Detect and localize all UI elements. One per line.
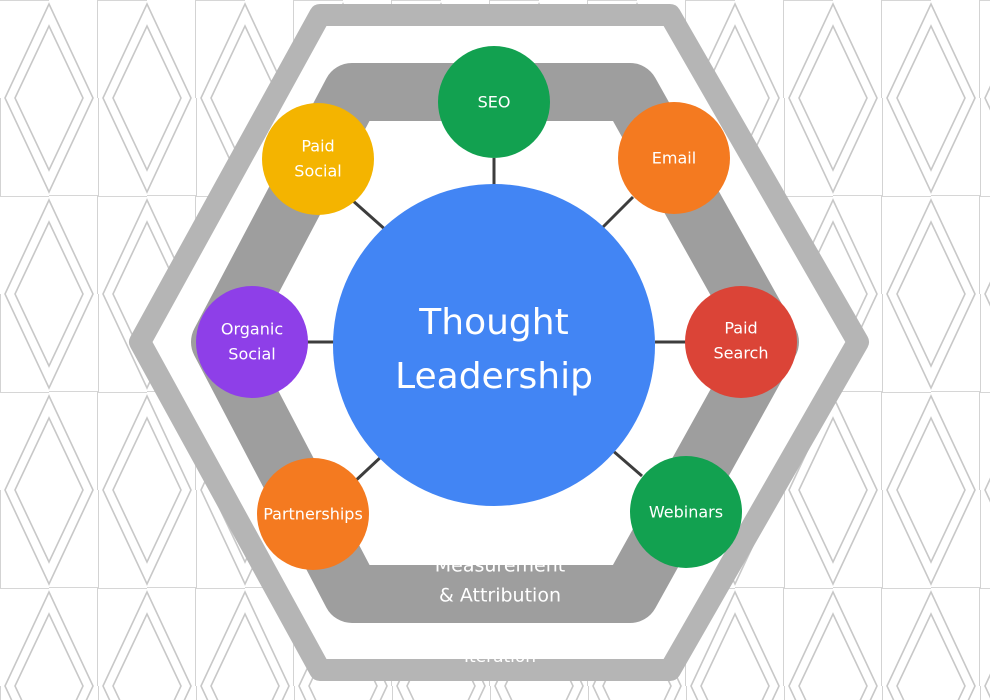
organic-social-label-line2: Social [228, 345, 275, 364]
paid-social-label-line1: Paid [301, 137, 334, 156]
webinars-label: Webinars [649, 503, 723, 522]
channel-node-paid-search: Paid Search [685, 286, 797, 398]
center-label-line1: Thought [418, 302, 568, 343]
email-label: Email [652, 149, 696, 168]
paid-social-label-line2: Social [294, 162, 341, 181]
channel-node-webinars: Webinars [630, 456, 742, 568]
paid-search-circle [685, 286, 797, 398]
connector-paid-social [351, 198, 389, 234]
webinars-circle [630, 456, 742, 568]
paid-search-label-line1: Paid [724, 319, 757, 338]
partnerships-circle [257, 458, 369, 570]
center-node: Thought Leadership [333, 184, 655, 506]
seo-circle [438, 46, 550, 158]
channel-node-email: Email [618, 102, 730, 214]
paid-search-label-line2: Search [714, 344, 769, 363]
organic-social-label-line1: Organic [221, 320, 283, 339]
seo-label: SEO [478, 93, 511, 112]
inner-band-label-line2: & Attribution [439, 585, 561, 607]
channel-node-seo: SEO [438, 46, 550, 158]
partnerships-label: Partnerships [263, 505, 363, 524]
connector-partnerships [350, 454, 384, 486]
connector-email [598, 195, 635, 232]
channel-node-partnerships: Partnerships [257, 458, 369, 570]
center-circle [333, 184, 655, 506]
channel-node-paid-social: Paid Social [262, 103, 374, 215]
inner-band-label-line1: Measurement [435, 555, 565, 577]
organic-social-circle [196, 286, 308, 398]
paid-social-circle [262, 103, 374, 215]
outer-band-label: Iteration [464, 647, 536, 667]
connector-webinars [611, 448, 643, 478]
channel-node-organic-social: Organic Social [196, 286, 308, 398]
outer-hexagon-inner-fill [166, 39, 832, 647]
email-circle [618, 102, 730, 214]
center-label-line2: Leadership [395, 356, 593, 397]
